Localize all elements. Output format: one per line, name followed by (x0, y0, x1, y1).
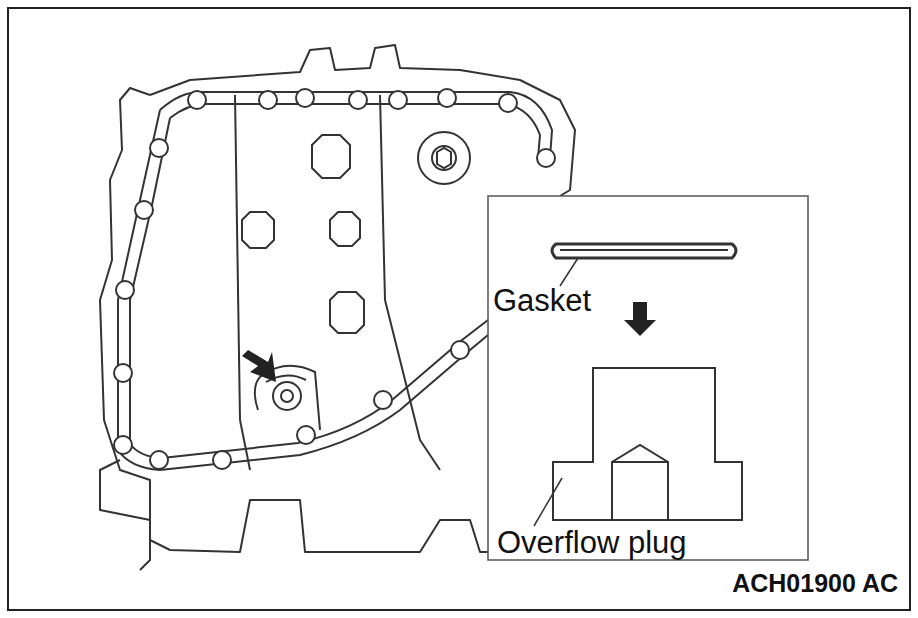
part-label: Overflow plug (497, 526, 687, 560)
bosses (242, 132, 470, 430)
pointer-arrow (242, 350, 276, 382)
inset-frame (488, 196, 808, 560)
install-arrow (624, 302, 656, 336)
frame (8, 8, 910, 610)
figure-code: ACH01900 AC (732, 570, 898, 598)
part-label: Gasket (493, 284, 591, 318)
